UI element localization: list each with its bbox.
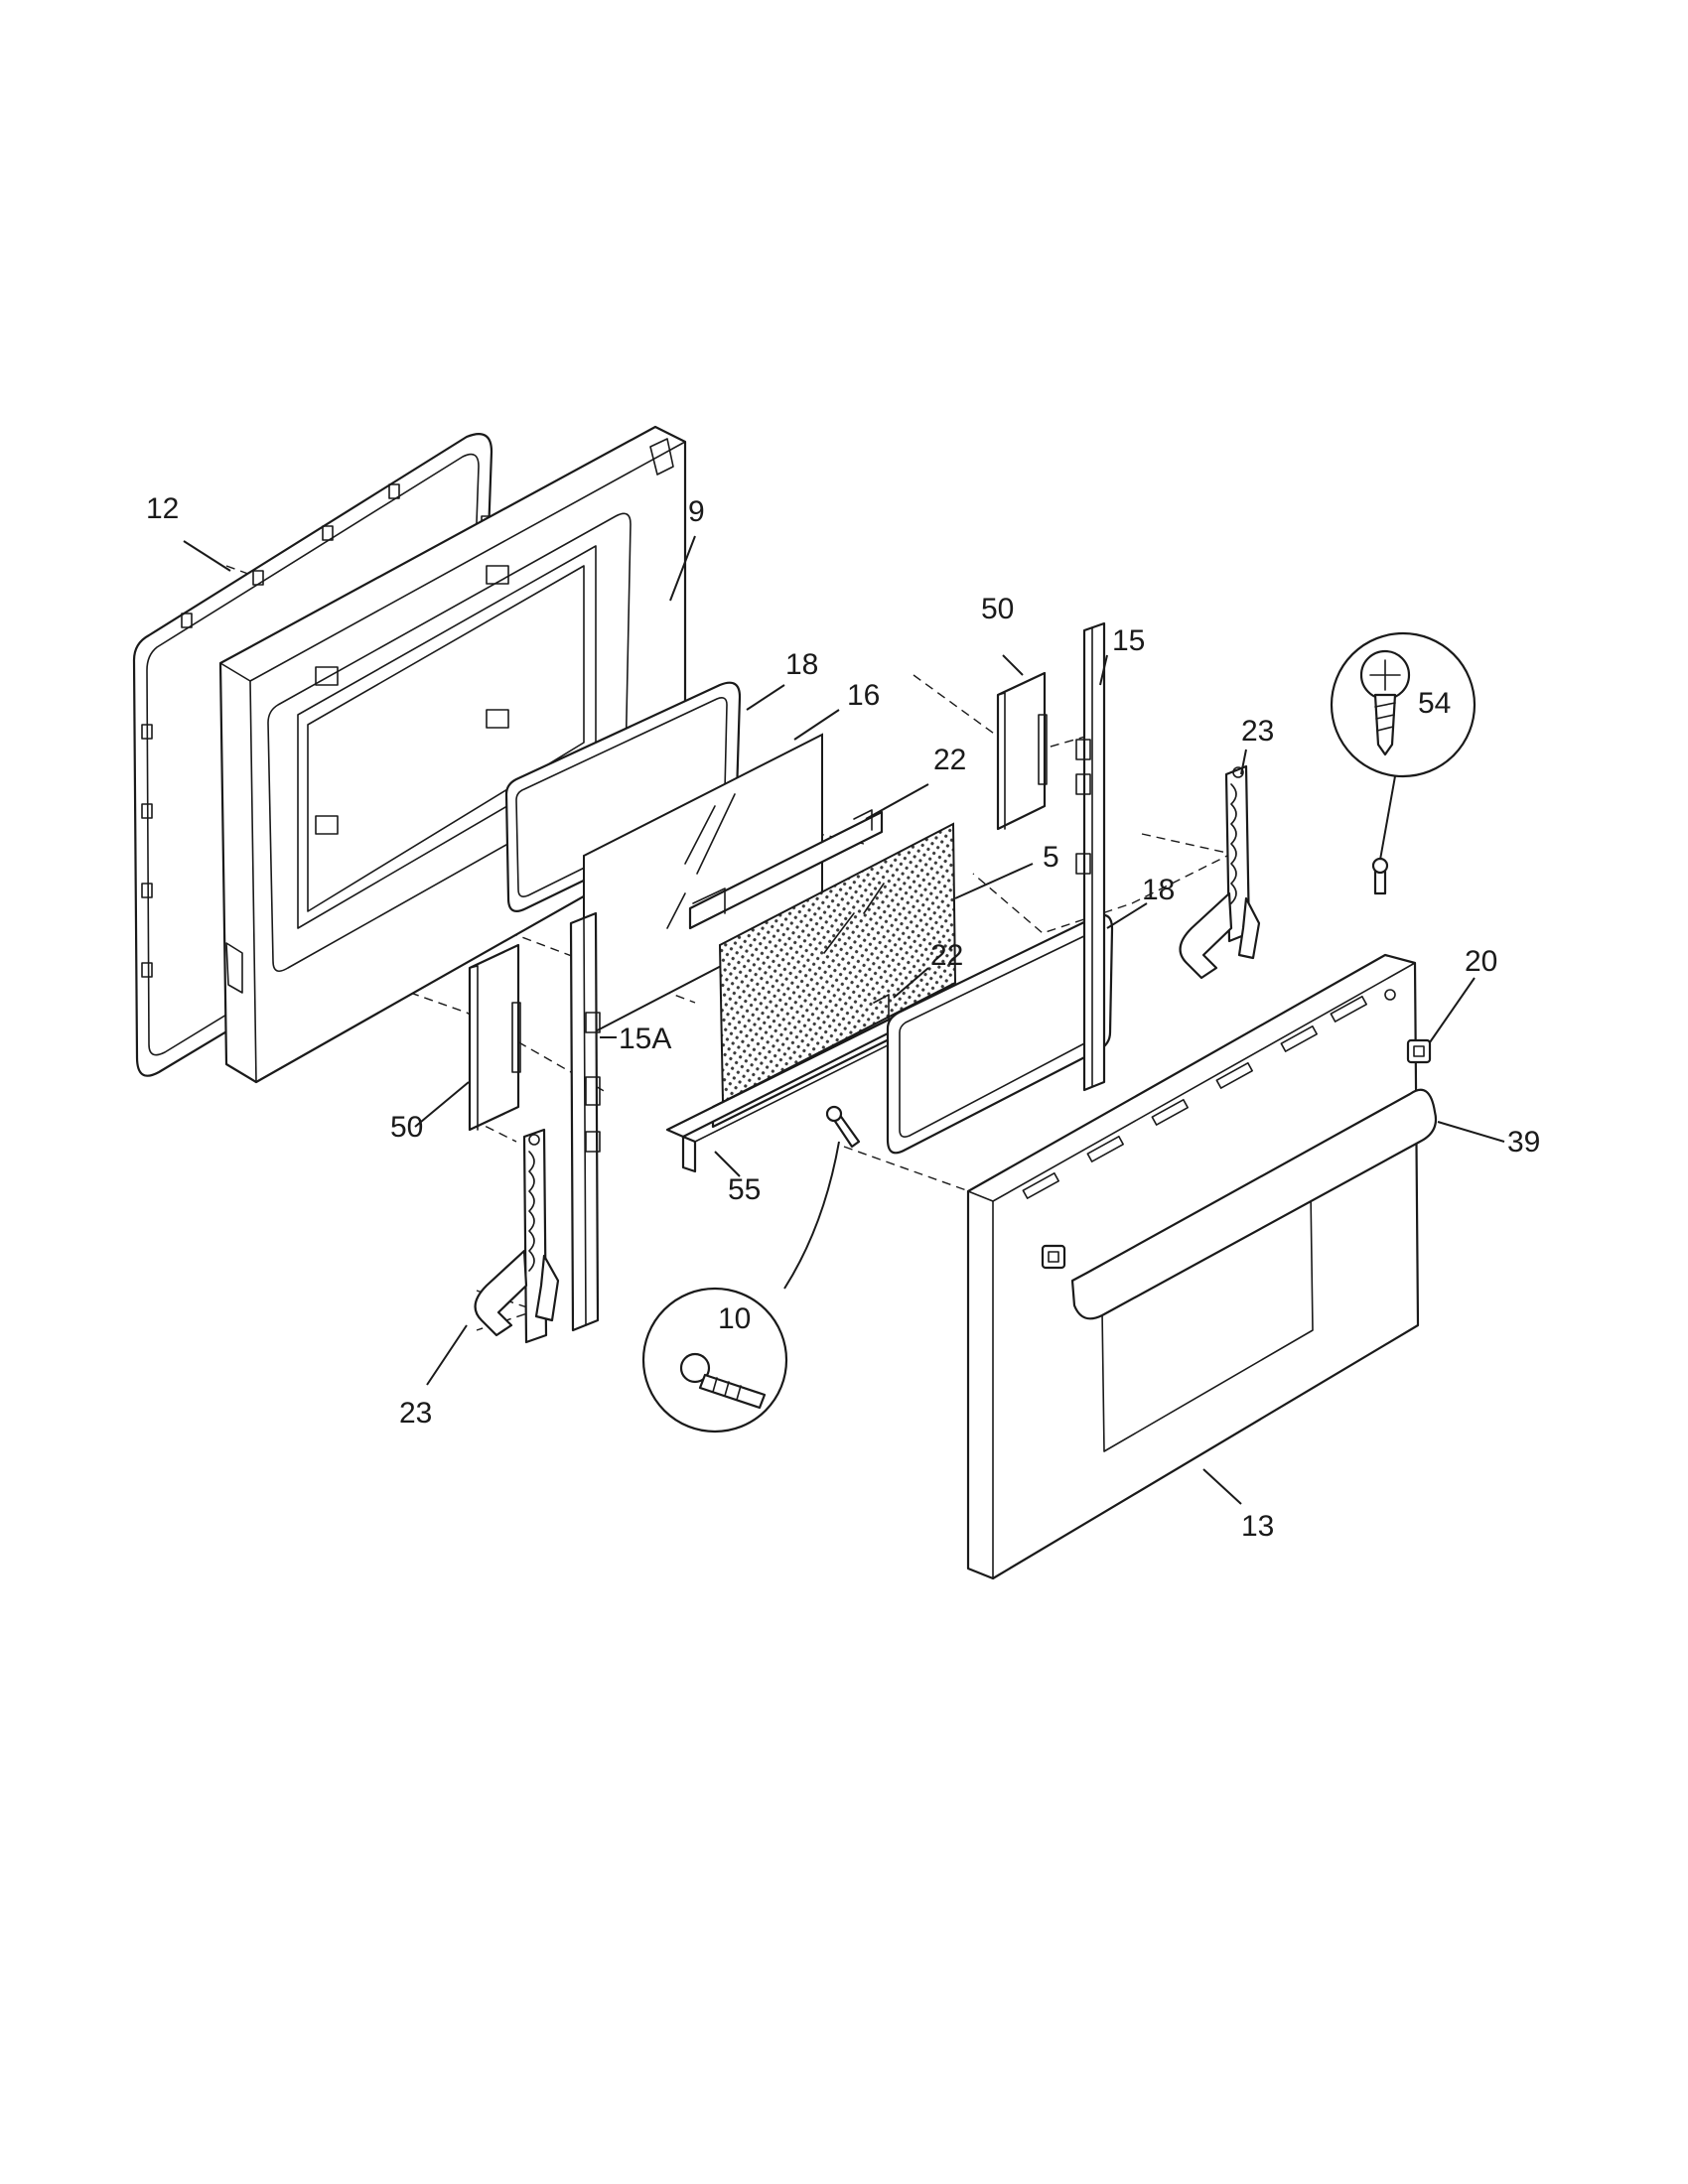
callout-16: 16 <box>847 679 880 712</box>
callout-12: 12 <box>146 492 179 525</box>
callout-50-lower: 50 <box>390 1111 423 1144</box>
screw-part-10 <box>641 1105 861 1433</box>
callout-13: 13 <box>1241 1510 1274 1543</box>
callout-labels: 12 9 18 16 22 50 15 23 54 5 18 22 20 15A… <box>146 492 1540 1543</box>
callout-22-upper: 22 <box>933 744 966 776</box>
gasket-clips <box>141 483 492 978</box>
callout-15a: 15A <box>619 1023 671 1055</box>
callout-15: 15 <box>1112 624 1145 657</box>
handle-end-cap-part-20 <box>1041 1038 1432 1270</box>
glass-bracket-part-22-upper <box>688 809 884 930</box>
callout-39: 39 <box>1507 1126 1540 1159</box>
door-channel-part-15 <box>1075 621 1106 1092</box>
door-hinge-part-23-upper <box>1179 764 1261 980</box>
callout-50-upper: 50 <box>981 593 1014 625</box>
mesh-shield-part-5 <box>718 822 957 1104</box>
leader-lines <box>183 535 1505 1505</box>
hinge-cover-part-50-lower <box>468 943 521 1132</box>
door-channel-part-15a <box>569 911 601 1332</box>
callout-20: 20 <box>1465 945 1497 978</box>
door-vent-slots <box>1022 995 1367 1199</box>
callout-9: 9 <box>688 495 705 528</box>
door-handle-part-39 <box>1070 1088 1438 1320</box>
callout-18-lower: 18 <box>1142 874 1175 906</box>
callout-23-lower: 23 <box>399 1397 432 1430</box>
callout-23-upper: 23 <box>1241 715 1274 748</box>
callout-18-upper: 18 <box>785 648 818 681</box>
callout-54: 54 <box>1418 687 1451 720</box>
hinge-cover-part-50-upper <box>996 671 1048 831</box>
callout-22-lower: 22 <box>930 939 963 972</box>
callout-10: 10 <box>718 1302 751 1335</box>
screw-part-54 <box>1330 631 1477 895</box>
door-hinge-part-23-lower <box>474 1128 560 1344</box>
callout-5: 5 <box>1043 841 1059 874</box>
callout-55: 55 <box>728 1173 761 1206</box>
